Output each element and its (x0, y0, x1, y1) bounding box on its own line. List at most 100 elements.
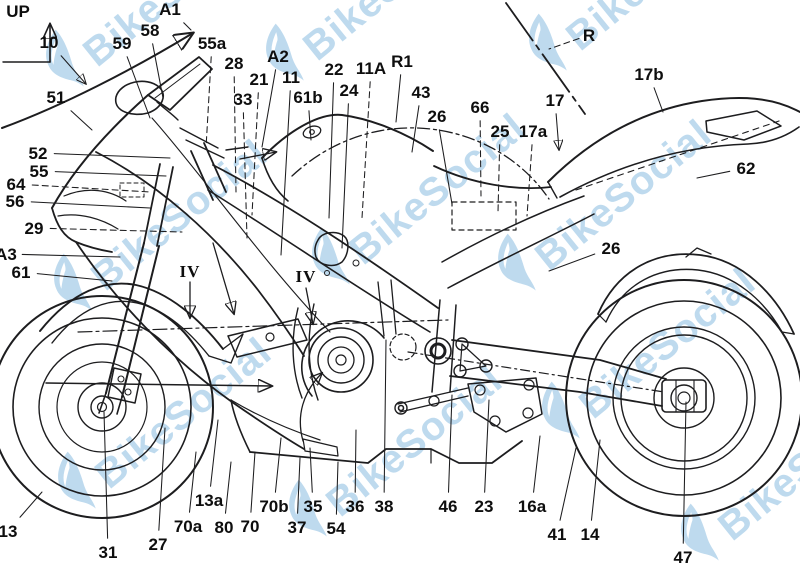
ref-label-13-36: 13 (0, 522, 17, 541)
leader-A3 (21, 253, 121, 258)
rear-wheel (565, 279, 800, 517)
airbox-blob (314, 231, 349, 267)
section-arrow-IV-right (306, 287, 313, 324)
leader-24 (341, 103, 349, 249)
leader-A1 (183, 22, 192, 31)
ref-label-37-45: 37 (288, 518, 307, 537)
ref-label-55a-6: 55a (198, 34, 227, 53)
direction-arrows (1, 24, 322, 442)
ref-label-26-18: 26 (428, 107, 447, 126)
ref-label-16a-51: 16a (518, 497, 547, 516)
ref-label-22-13: 22 (325, 60, 344, 79)
leader-23 (484, 399, 490, 493)
leader-58 (152, 43, 164, 99)
ref-label-70a-39: 70a (174, 517, 203, 536)
nose-fairing (51, 94, 149, 209)
ref-label-25-20: 25 (491, 122, 510, 141)
ref-label-A1-5: A1 (159, 0, 181, 19)
headlight-line (63, 189, 127, 202)
ref-label-51-2: 51 (47, 88, 66, 107)
leader-56 (30, 201, 151, 209)
leader-10 (60, 55, 86, 84)
section-line-IV (77, 319, 449, 333)
ref-label-23-50: 23 (475, 497, 494, 516)
ref-label-61b-12: 61b (293, 88, 322, 107)
leader-55 (54, 171, 167, 177)
exhaust-header (292, 307, 303, 399)
subframe (441, 195, 585, 263)
ref-label-A3-31: A3 (0, 245, 17, 264)
leader-14 (590, 439, 601, 521)
ref-label-58-4: 58 (141, 21, 160, 40)
ref-label-17a-21: 17a (519, 122, 548, 141)
leader-37 (297, 457, 301, 514)
ref-label-26-35: 26 (602, 239, 621, 258)
ref-label-27-38: 27 (149, 535, 168, 554)
leader-70a (188, 451, 197, 513)
ref-label-59-3: 59 (113, 34, 132, 53)
ref-label-33-11: 33 (234, 90, 253, 109)
leader-35 (309, 447, 313, 493)
ref-label-14-53: 14 (581, 525, 600, 544)
leader-36 (354, 429, 357, 493)
ref-label-70b-43: 70b (259, 497, 288, 516)
brake-caliper (107, 367, 142, 404)
rear-shock (377, 279, 397, 337)
leader-70b (274, 437, 282, 493)
leader-64 (31, 184, 151, 193)
ref-label-35-44: 35 (304, 497, 323, 516)
leader-lines (19, 22, 731, 544)
front-fender (39, 282, 224, 350)
leader-17 (556, 113, 559, 150)
leader-21 (251, 92, 259, 216)
headstock (190, 142, 227, 201)
leader-22 (328, 82, 335, 219)
ref-label-11A-15: 11A (356, 59, 386, 78)
swingarm-pivot-bolt (424, 337, 452, 365)
seat (433, 165, 552, 189)
ref-label-46-49: 46 (439, 497, 458, 516)
ref-label-24-14: 24 (340, 81, 359, 100)
leader-70 (250, 451, 256, 513)
leader-47 (682, 401, 687, 544)
leader-66 (479, 120, 482, 197)
leader-A2 (261, 69, 277, 148)
side-fairing-edge (95, 151, 305, 357)
ref-label-47-54: 47 (674, 548, 693, 564)
leader-41 (559, 447, 577, 521)
leader-29 (49, 227, 183, 233)
ref-label-54-46: 54 (327, 519, 346, 538)
leader-26 (548, 253, 596, 272)
ref-label-56-29: 56 (6, 192, 25, 211)
leader-13a (210, 419, 219, 487)
leader-33 (242, 112, 248, 239)
line-R (505, 2, 586, 115)
ref-label-41-52: 41 (548, 525, 567, 544)
pillion-cover (705, 110, 782, 141)
leader-13 (19, 491, 43, 518)
leader-61 (36, 273, 113, 282)
ref-label-13a-40: 13a (195, 491, 224, 510)
mirror (115, 80, 164, 116)
leader-61b (308, 110, 312, 141)
arrow-A3-horizontal (45, 383, 272, 386)
swingarm (407, 299, 667, 407)
leader-28 (233, 76, 237, 193)
ref-label-UP-0: UP (6, 2, 30, 21)
ref-label-A2-8: A2 (267, 47, 289, 66)
front-fork (143, 163, 174, 247)
ref-label-IV-33: IV (180, 262, 201, 281)
frame (190, 142, 595, 333)
leader-11 (280, 90, 291, 256)
ref-label-10-1: 10 (40, 33, 59, 52)
windscreen (147, 56, 213, 111)
leader-54 (335, 461, 339, 515)
handlebar-cluster (179, 127, 249, 159)
leader-11A (361, 81, 371, 219)
leader-25 (497, 144, 501, 213)
ref-label-17b-24: 17b (634, 65, 663, 84)
ref-label-43-17: 43 (412, 83, 431, 102)
fuel-tank (261, 113, 434, 159)
leader-31 (103, 411, 109, 539)
